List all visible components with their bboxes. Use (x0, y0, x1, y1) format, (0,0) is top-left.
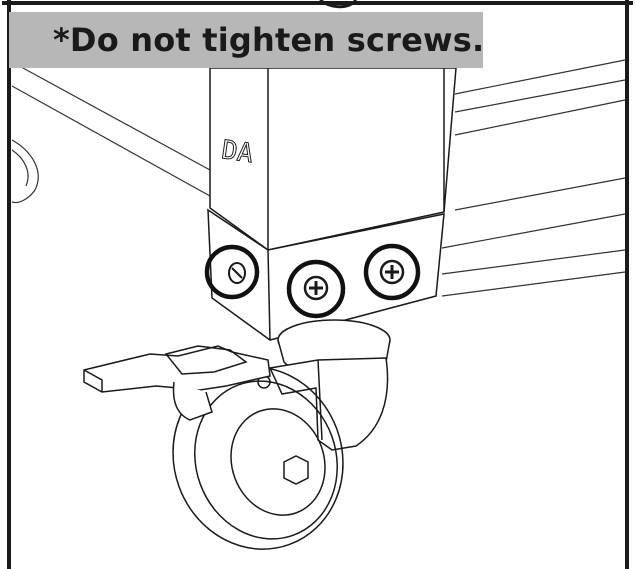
screw-left (228, 262, 246, 284)
screw-right (379, 259, 405, 285)
leg-marking: DA (220, 135, 256, 169)
warning-note-text: *Do not tighten screws. (53, 21, 485, 59)
highlight-circle-right (363, 243, 421, 301)
warning-banner: *Do not tighten screws. (9, 12, 485, 68)
screw-middle (303, 275, 329, 301)
top-curve (319, 0, 358, 9)
frame-rails (11, 59, 626, 297)
leg-post (209, 67, 457, 251)
leg-foot (207, 208, 445, 341)
highlight-circle-middle (286, 259, 346, 319)
screw-highlight-circles (204, 243, 421, 319)
highlight-circle-left (204, 244, 260, 300)
left-caster-partial (11, 139, 39, 204)
caster-wheel (172, 366, 344, 550)
brake-pedal (83, 345, 271, 421)
